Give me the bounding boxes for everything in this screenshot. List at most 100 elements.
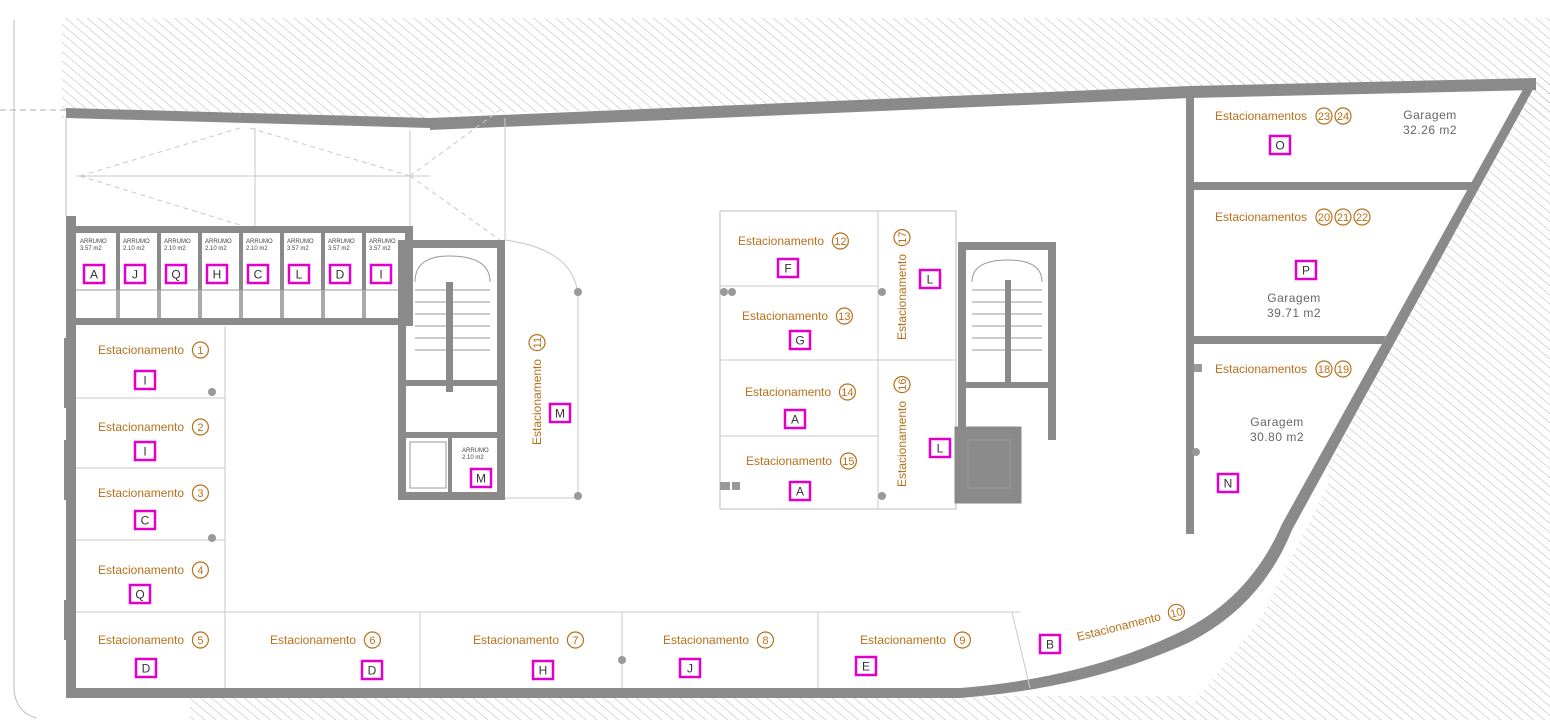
unit-tag: A bbox=[82, 263, 106, 285]
central-island bbox=[719, 210, 957, 510]
parking-label-text: Estacionamento bbox=[738, 234, 824, 248]
garage-area: 39.71 m2 bbox=[1267, 306, 1321, 320]
unit-tag-box bbox=[133, 509, 157, 531]
parking-label-text: Estacionamento bbox=[895, 254, 909, 340]
parking-label-text: Estacionamento bbox=[473, 633, 559, 647]
unit-tag-box bbox=[287, 263, 311, 285]
parking-label-text: Estacionamentos bbox=[1215, 362, 1307, 376]
parking-label-text: Estacionamento bbox=[98, 486, 184, 500]
unit-tag: C bbox=[246, 263, 270, 285]
unit-tag: H bbox=[531, 659, 555, 681]
unit-tag-letter: O bbox=[1275, 139, 1284, 153]
space-number-circle bbox=[363, 631, 381, 649]
parking-label-text: Estacionamento bbox=[745, 385, 831, 399]
unit-tag-letter: D bbox=[142, 662, 151, 676]
storage-title: ARRUMO bbox=[246, 239, 273, 245]
parking-space-6: Estacionamento 6D bbox=[270, 631, 384, 681]
unit-tag: D bbox=[134, 657, 158, 679]
unit-tag-box bbox=[164, 263, 188, 285]
unit-tag-letter: D bbox=[368, 664, 377, 678]
storage-title: ARRUMO bbox=[80, 239, 107, 245]
space-number: 13 bbox=[838, 311, 850, 323]
unit-tag: D bbox=[360, 659, 384, 681]
storage-area: 2.10 m2 bbox=[246, 246, 268, 252]
storage-title: ARRUMO bbox=[287, 239, 314, 245]
space-number-circle bbox=[191, 484, 209, 502]
space-number: 16 bbox=[897, 378, 909, 390]
unit-tag-box bbox=[788, 329, 812, 351]
unit-tag-box bbox=[1038, 633, 1062, 655]
storage-area: 3.57 m2 bbox=[80, 246, 102, 252]
unit-tag-letter: I bbox=[379, 268, 382, 282]
unit-tag-box bbox=[854, 655, 878, 677]
unit-tag-letter: F bbox=[784, 262, 791, 276]
unit-tag-box bbox=[128, 583, 152, 605]
unit-tag-letter: M bbox=[555, 407, 565, 421]
parking-label-text: Estacionamento bbox=[270, 633, 356, 647]
space-number: 5 bbox=[197, 635, 203, 647]
space-number: 22 bbox=[1356, 212, 1368, 224]
parking-label-text: Estacionamento bbox=[98, 633, 184, 647]
parking-label-text: Estacionamentos bbox=[1215, 210, 1307, 224]
storage-title: ARRUMO bbox=[328, 239, 355, 245]
parking-label-text: Estacionamento bbox=[663, 633, 749, 647]
unit-tag-letter: A bbox=[796, 485, 804, 499]
space-number-circle bbox=[893, 375, 911, 394]
space-number: 21 bbox=[1337, 212, 1349, 224]
space-number: 4 bbox=[197, 565, 203, 577]
unit-tag: G bbox=[788, 329, 812, 351]
space-number: 6 bbox=[369, 635, 375, 647]
unit-tag: L bbox=[287, 263, 311, 285]
space-number: 23 bbox=[1318, 111, 1330, 123]
unit-tag: L bbox=[928, 437, 952, 459]
unit-tag: J bbox=[678, 657, 702, 679]
unit-tag-letter: I bbox=[143, 374, 146, 388]
street-lines bbox=[0, 20, 67, 719]
unit-tag-box bbox=[246, 263, 270, 285]
unit-tag: B bbox=[1038, 633, 1062, 655]
unit-tag-box bbox=[360, 659, 384, 681]
unit-tag-box bbox=[469, 467, 493, 489]
parking-label: Estacionamento 6 bbox=[270, 631, 381, 649]
unit-tag-letter: G bbox=[795, 334, 804, 348]
garage-word: Garagem bbox=[1267, 291, 1321, 305]
unit-tag-box bbox=[123, 263, 147, 285]
unit-tag: A bbox=[788, 480, 812, 502]
unit-tag: C bbox=[133, 509, 157, 531]
unit-tag-letter: B bbox=[1046, 638, 1054, 652]
storage-area: 3.57 m2 bbox=[369, 246, 391, 252]
unit-tag-box bbox=[783, 408, 807, 430]
unit-tag-box bbox=[788, 480, 812, 502]
space-number-circle bbox=[953, 631, 972, 649]
unit-tag: M bbox=[469, 467, 493, 489]
unit-tag-letter: L bbox=[937, 442, 944, 456]
unit-tag-box bbox=[133, 440, 157, 462]
parking-label: Estacionamento 5 bbox=[98, 631, 209, 649]
unit-tag: N bbox=[1216, 472, 1240, 494]
